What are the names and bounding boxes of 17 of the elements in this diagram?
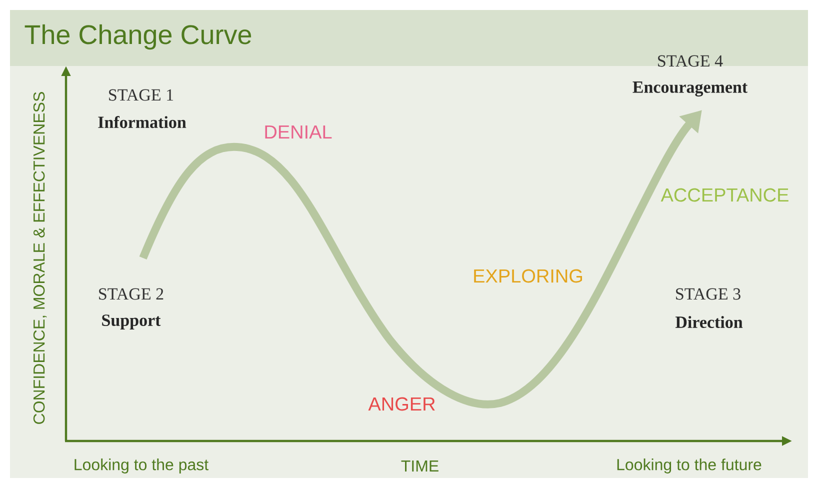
title: The Change Curve [24, 24, 252, 50]
stage-number: STAGE 2 [99, 288, 164, 300]
phase-label: DENIAL [265, 125, 332, 139]
axis-label: CONFIDENCE, MORALE & EFFECTIVENESS [33, 92, 47, 424]
axis-label: Looking to the past [74, 458, 208, 474]
phase-label: EXPLORING [474, 269, 582, 283]
phase-label: ANGER [368, 397, 435, 411]
stage-number: STAGE 3 [676, 288, 740, 300]
axis-label: TIME [401, 460, 438, 472]
stage-name: Support [102, 314, 161, 330]
axis-label: Looking to the future [617, 458, 762, 474]
stage-name: Direction [675, 316, 743, 328]
stage-name: Encouragement [632, 82, 748, 96]
stage-number: STAGE 1 [109, 89, 174, 101]
stage-name: Information [98, 116, 186, 128]
stage-number: STAGE 4 [658, 55, 723, 67]
phase-label: ACCEPTANCE [660, 188, 788, 202]
